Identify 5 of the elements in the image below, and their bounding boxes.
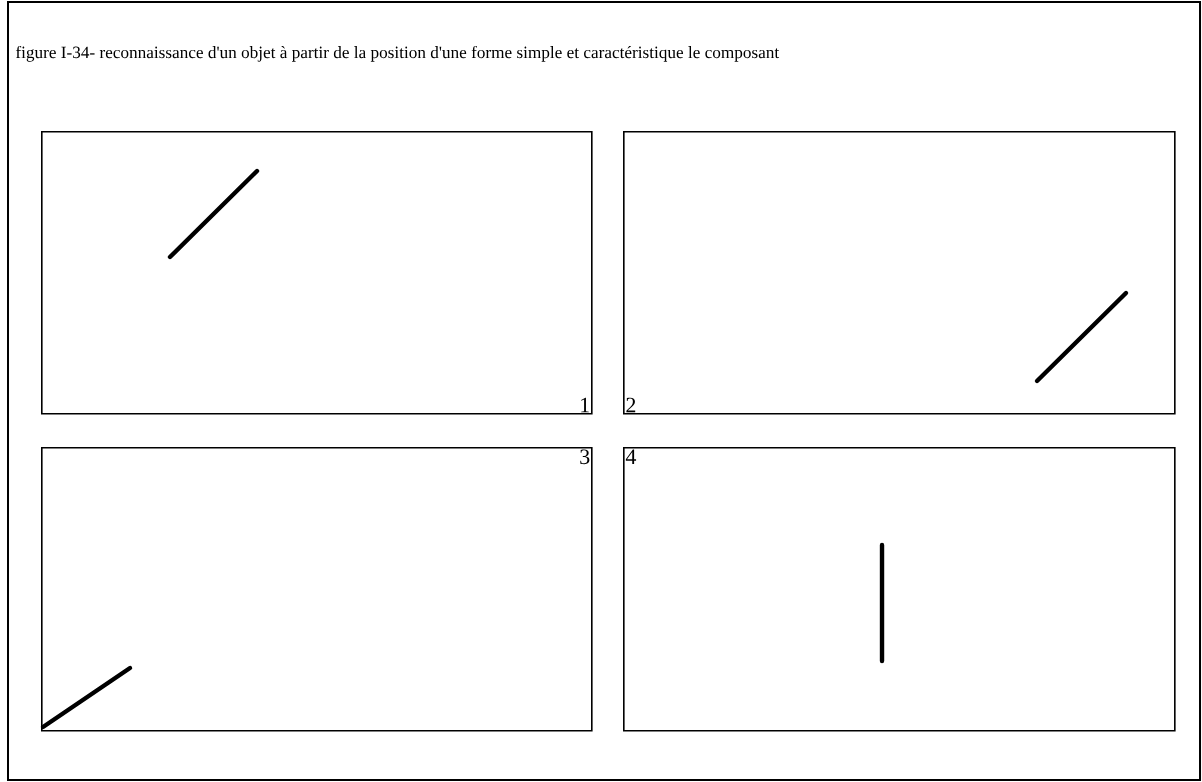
- panel: 1: [41, 131, 593, 415]
- figure-title: figure I-34- reconnaissance d'un objet à partir de la position d'une forme simple et caractéristique le composant: [15, 45, 780, 62]
- panel: 4: [623, 447, 1176, 732]
- panel: 3: [41, 447, 593, 732]
- panel: 2: [623, 131, 1176, 415]
